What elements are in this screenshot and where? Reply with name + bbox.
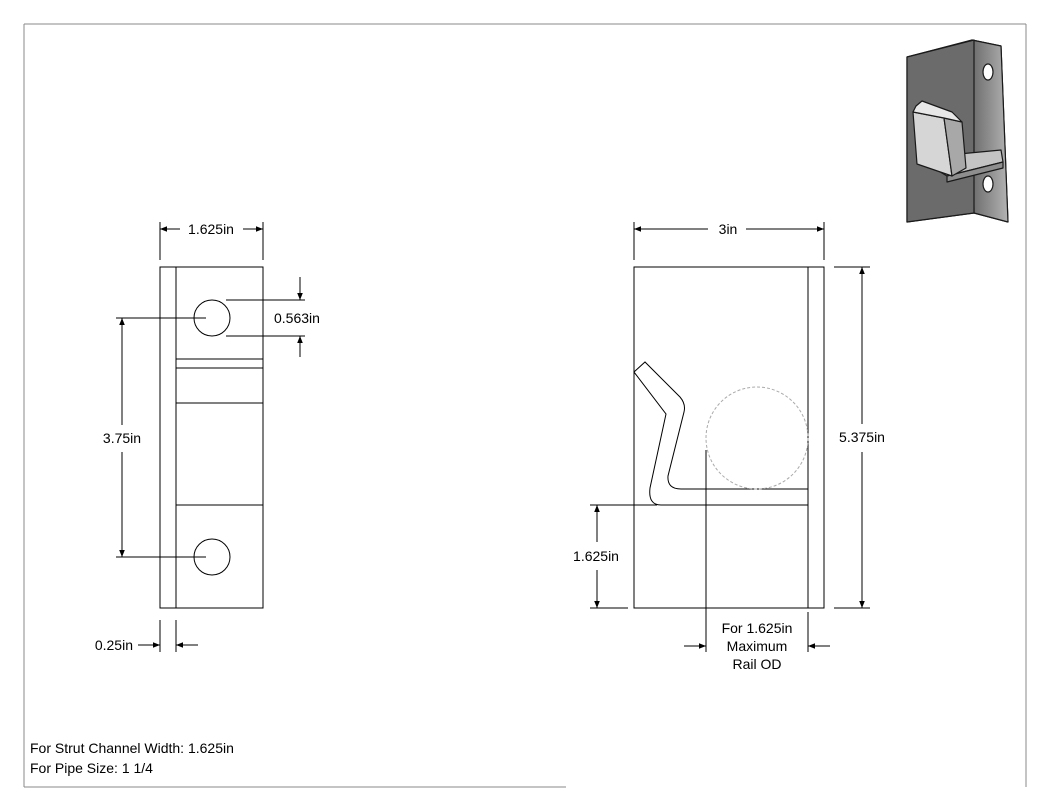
dim-side-height <box>834 266 870 609</box>
side-width-label: 3in <box>719 221 738 237</box>
rail-note-line-1: For 1.625in <box>722 620 793 636</box>
sheet-border <box>23 23 1027 788</box>
rail-note-line-2: Maximum <box>727 638 788 654</box>
iso-hole-top <box>982 63 994 81</box>
dim-hook-height <box>590 504 657 609</box>
front-width-label: 1.625in <box>188 221 234 237</box>
dim-side-width <box>633 222 825 260</box>
thickness-label: 0.25in <box>95 637 133 653</box>
hook-height-label: 1.625in <box>573 548 619 564</box>
side-view <box>633 266 825 609</box>
side-outline <box>633 266 825 609</box>
hole-diameter-label: 0.563in <box>274 310 320 326</box>
side-height-label: 5.375in <box>839 429 885 445</box>
dim-rail-od <box>684 450 830 652</box>
iso-hole-bottom <box>982 175 994 193</box>
dim-thickness <box>138 620 198 652</box>
rail-circle-phantom <box>705 386 809 490</box>
front-outline <box>159 266 264 609</box>
pipe-size-note: For Pipe Size: 1 1/4 <box>30 760 153 776</box>
hook-profile <box>633 361 809 506</box>
strut-width-note: For Strut Channel Width: 1.625in <box>30 740 234 756</box>
dim-hole-diameter <box>226 277 305 357</box>
notes: For Strut Channel Width: 1.625in For Pip… <box>30 738 234 778</box>
isometric-view <box>906 39 1009 223</box>
dim-front-width <box>159 222 264 260</box>
front-view <box>159 266 264 609</box>
hole-spacing-label: 3.75in <box>103 430 141 446</box>
dim-hole-spacing <box>116 317 206 558</box>
iso-holes <box>982 63 994 193</box>
rail-note-line-3: Rail OD <box>732 656 781 672</box>
